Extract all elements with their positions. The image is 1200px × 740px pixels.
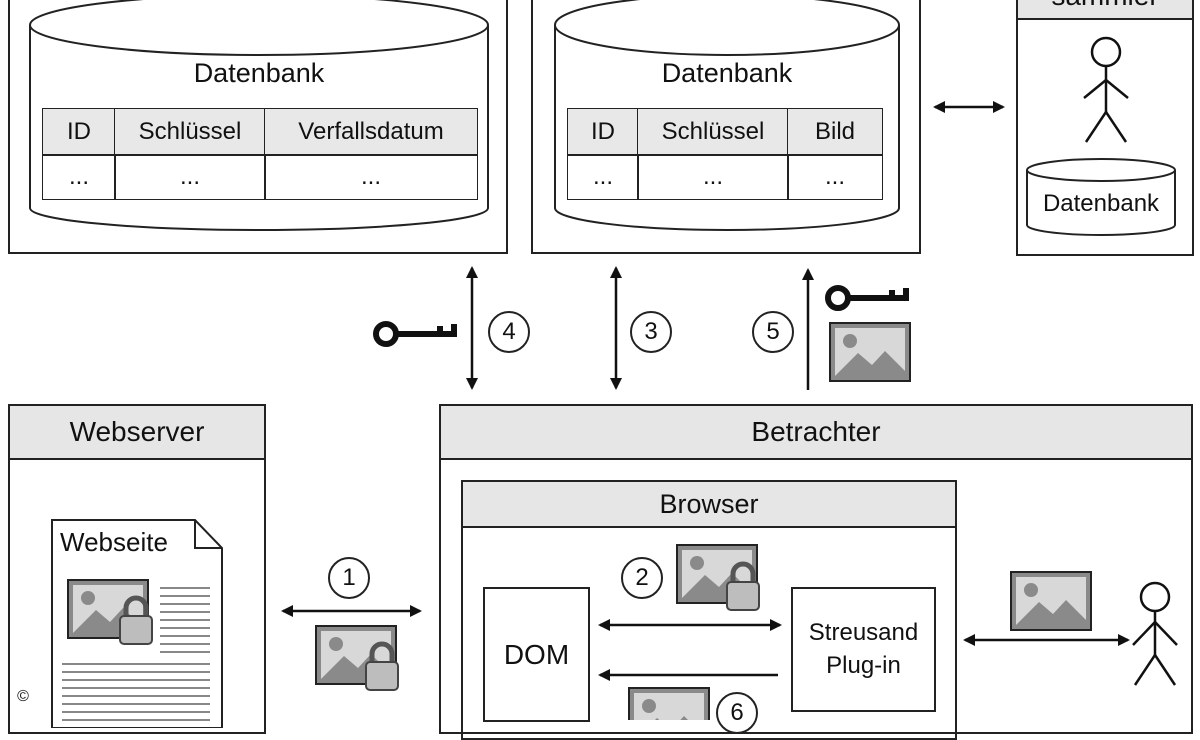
step-3-badge: 3: [630, 311, 672, 353]
browser-header: Browser: [461, 480, 957, 528]
plugin-box: Streusand Plug-in: [791, 587, 936, 712]
table-header-cell: Verfallsdatum: [264, 108, 478, 156]
image-icon: [829, 322, 911, 382]
locked-image-icon: [67, 579, 152, 644]
step-5-badge: 5: [752, 311, 794, 353]
collector-panel: [1016, 0, 1194, 256]
key-icon: [828, 288, 906, 308]
key-icon: [376, 324, 454, 344]
viewer-header: Betrachter: [439, 404, 1193, 460]
viewer-person-icon: [1132, 581, 1178, 686]
step-4-badge: 4: [488, 311, 530, 353]
table-cell: ...: [42, 154, 116, 200]
webpage-label: Webseite: [60, 527, 168, 557]
collector-db-label: Datenbank: [1042, 190, 1160, 217]
db-left-title: Datenbank: [193, 58, 325, 88]
collector-person-icon: [1083, 36, 1129, 143]
locked-image-icon: [315, 625, 398, 690]
step-1-badge: 1: [328, 557, 370, 599]
table-header-cell: Schlüssel: [637, 108, 789, 156]
db-middle-panel: [531, 0, 921, 254]
table-header-cell: ID: [567, 108, 639, 156]
table-cell: ...: [637, 154, 789, 200]
webpage-document: [51, 519, 223, 728]
table-cell: ...: [264, 154, 478, 200]
dom-box: DOM: [483, 587, 590, 722]
db-middle-title: Datenbank: [661, 58, 793, 88]
table-cell: ...: [114, 154, 266, 200]
plugin-label-line1: Streusand: [808, 619, 919, 647]
dom-label: DOM: [503, 638, 570, 670]
table-cell: ...: [787, 154, 883, 200]
table-header-cell: Schlüssel: [114, 108, 266, 156]
plugin-label-line2: Plug-in: [826, 651, 901, 679]
copyright-mark: ©: [12, 686, 34, 708]
db-left-panel: [8, 0, 508, 254]
table-cell: ...: [567, 154, 639, 200]
collector-header: sammler: [1016, 0, 1194, 20]
step-2-badge: 2: [621, 557, 663, 599]
webserver-header: Webserver: [8, 404, 266, 460]
collector-database-cylinder: [1026, 158, 1176, 236]
table-header-cell: Bild: [787, 108, 883, 156]
